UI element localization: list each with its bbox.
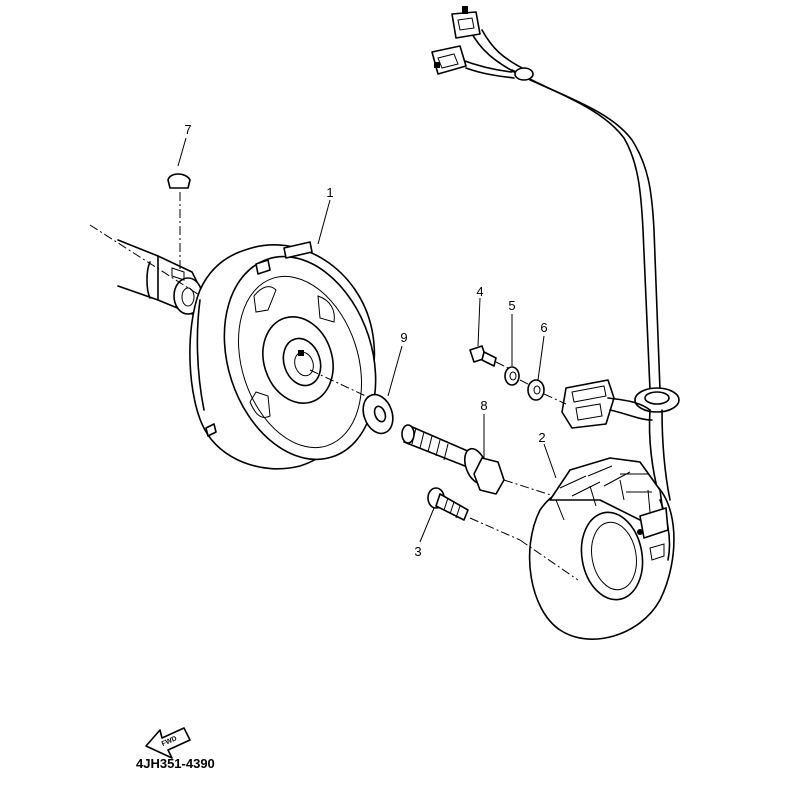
leader-lines (177, 137, 557, 543)
callout-6: 6 (540, 320, 547, 335)
callout-3: 3 (414, 544, 421, 559)
grommet (634, 387, 680, 501)
part-code: 4JH351-4390 (136, 756, 215, 771)
connector-lower (431, 45, 467, 75)
flywheel-rotor (189, 241, 377, 470)
screw-small (469, 345, 509, 369)
plain-washer (527, 379, 567, 405)
callout-9: 9 (400, 330, 407, 345)
spring-washer (504, 366, 533, 387)
stator-screw (427, 487, 521, 541)
callout-2: 2 (538, 430, 545, 445)
callout-5: 5 (508, 298, 515, 313)
stator-assembly (519, 457, 675, 640)
callout-7: 7 (184, 122, 191, 137)
pickup-coil (561, 379, 653, 429)
callout-1: 1 (326, 185, 333, 200)
callout-8: 8 (480, 398, 487, 413)
callout-labels: 1 2 3 4 5 6 7 8 9 (184, 122, 547, 559)
flange-bolt (401, 424, 561, 499)
fwd-arrow-icon: FWD (145, 727, 191, 759)
connector-upper (451, 6, 481, 39)
callout-4: 4 (476, 284, 483, 299)
washer (362, 393, 394, 435)
wire-harness (431, 6, 680, 501)
woodruff-key (167, 173, 191, 270)
